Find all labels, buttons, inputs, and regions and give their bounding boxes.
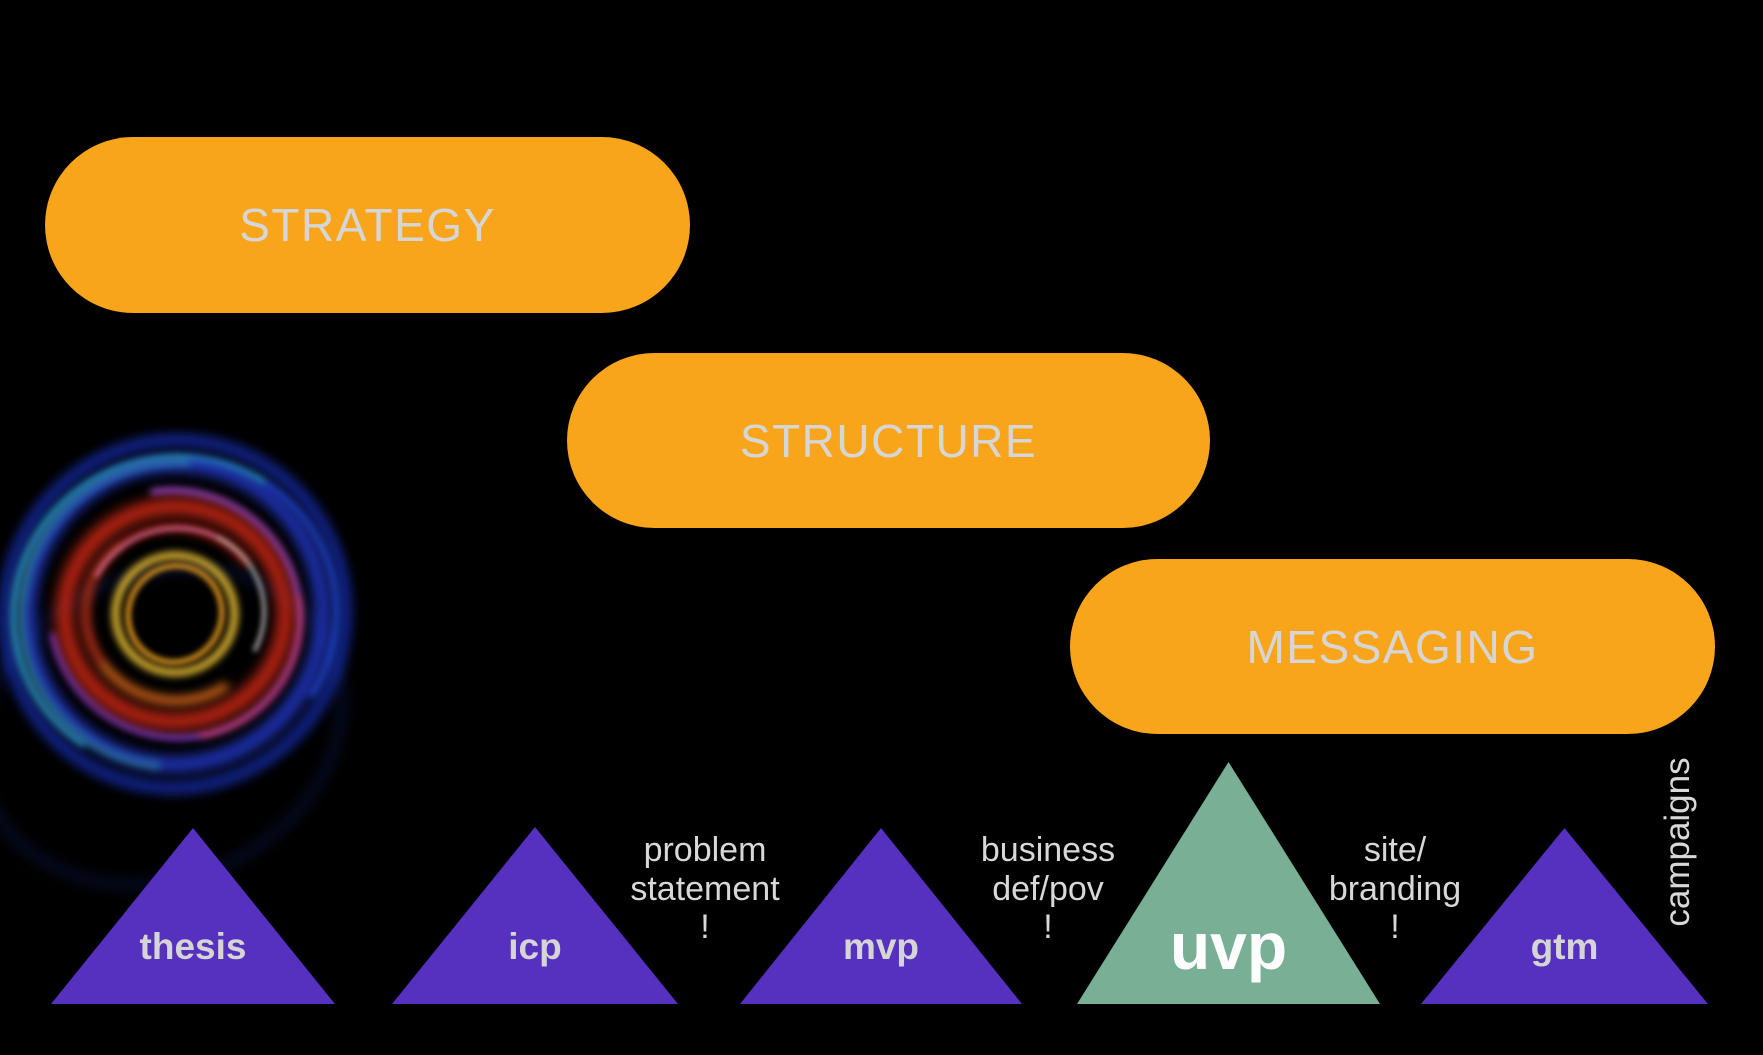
triangle-uvp-label: uvp <box>1169 909 1288 983</box>
triangle-icp-label: icp <box>508 926 562 967</box>
triangle-mvp-label: mvp <box>842 926 920 967</box>
label-business-def-pov: business def/pov ! <box>888 831 1208 947</box>
label-line: statement <box>630 869 780 908</box>
label-line: def/pov <box>992 869 1104 908</box>
triangle-thesis-label: thesis <box>139 926 247 967</box>
triangle-gtm-label: gtm <box>1530 926 1599 967</box>
label-line: ! <box>700 908 710 946</box>
pill-structure-label: STRUCTURE <box>739 414 1038 467</box>
label-line: site/ <box>1363 831 1427 869</box>
label-line: ! <box>1390 908 1400 946</box>
pill-messaging: MESSAGING <box>1070 559 1715 734</box>
label-line: problem <box>643 831 767 869</box>
label-problem-statement: problem statement ! <box>545 831 865 947</box>
label-line: ! <box>1043 908 1053 946</box>
label-campaigns: campaigns <box>1658 757 1697 927</box>
pill-strategy: STRATEGY <box>45 137 690 313</box>
label-site-branding: site/ branding ! <box>1235 831 1555 947</box>
light-swirl-image <box>0 389 397 945</box>
pill-messaging-label: MESSAGING <box>1246 620 1539 673</box>
pill-structure: STRUCTURE <box>567 353 1210 528</box>
swirl-ring <box>112 552 238 676</box>
label-line: branding <box>1328 869 1462 908</box>
pill-strategy-label: STRATEGY <box>239 199 496 251</box>
label-line: business <box>980 831 1116 869</box>
